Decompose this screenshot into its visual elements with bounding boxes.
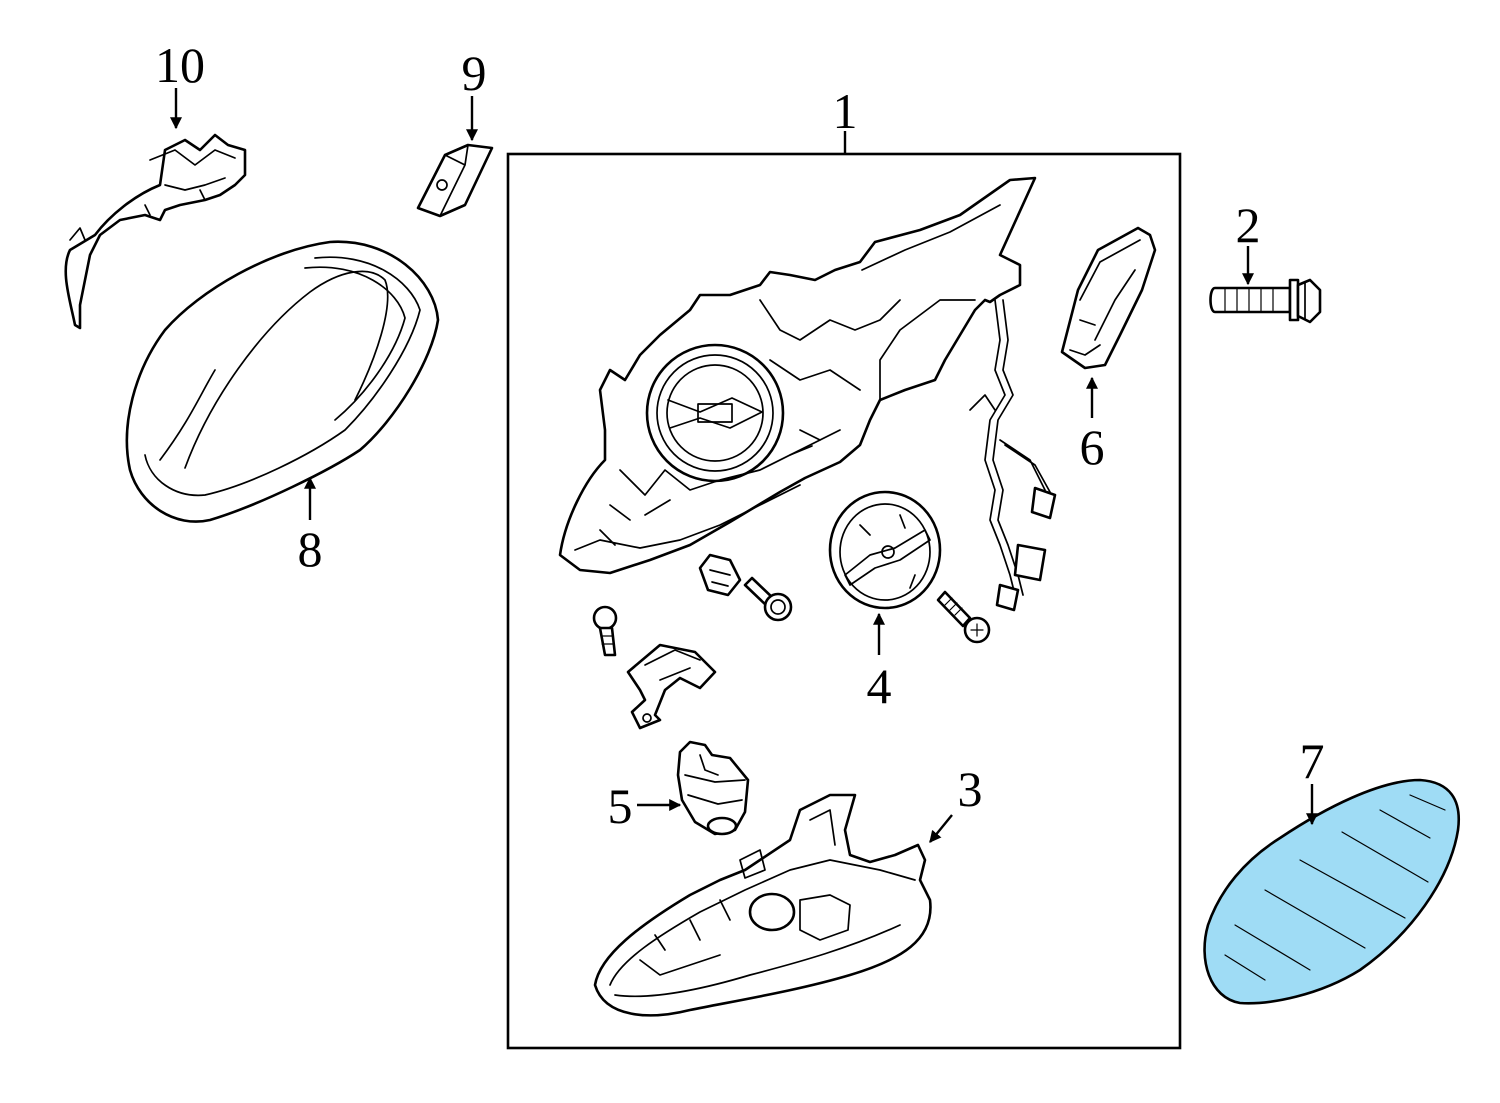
part-3-lower-housing (593, 793, 932, 1017)
part-9-clip (416, 143, 494, 218)
part-7-mirror-glass (1203, 778, 1461, 1005)
mount-bracket (626, 643, 717, 730)
part-8-mirror-cover (125, 240, 440, 523)
callout-6: 6 (1080, 419, 1105, 475)
callout-7: 7 (1300, 733, 1325, 789)
callout-10: 10 (155, 37, 205, 93)
callout-4: 4 (867, 658, 892, 714)
connector-small (698, 553, 742, 597)
callout-9: 9 (462, 45, 487, 101)
callout-5: 5 (608, 778, 633, 834)
part-5-sensor (676, 740, 750, 836)
leader-3 (929, 814, 953, 843)
callout-2: 2 (1236, 197, 1261, 253)
callout-8: 8 (298, 521, 323, 577)
screw-actuator (936, 590, 991, 644)
part-1-mirror-housing (558, 176, 1057, 612)
part-4-actuator (828, 490, 942, 610)
part-10-cover-bracket (64, 133, 247, 330)
part-2-bolt (1209, 278, 1322, 324)
part-6-turn-lamp (1060, 226, 1157, 370)
screw-center (743, 576, 793, 622)
callout-1: 1 (833, 83, 858, 139)
callout-3: 3 (958, 761, 983, 817)
screw-bracket (592, 605, 618, 657)
mirror-glass-shape (1203, 778, 1461, 1005)
